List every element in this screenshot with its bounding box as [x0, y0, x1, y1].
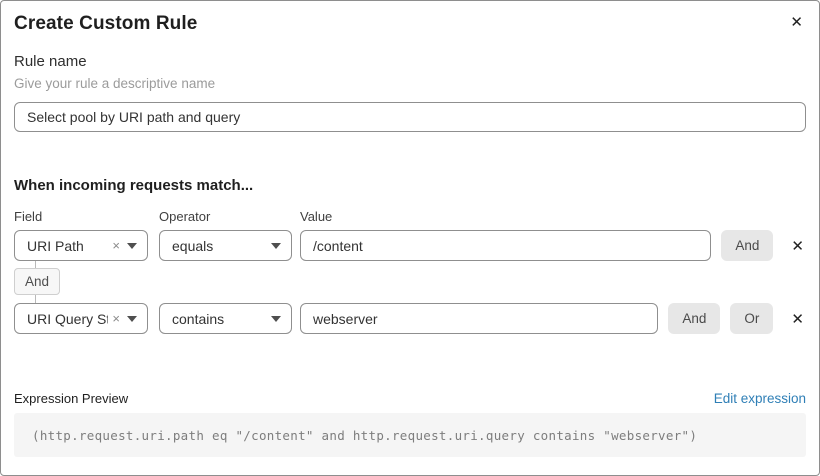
clear-selection-icon[interactable]: × — [112, 311, 120, 326]
field-select[interactable]: URI Path × — [14, 230, 148, 261]
expression-code-block: (http.request.uri.path eq "/content" and… — [14, 413, 806, 457]
connector-and-badge: And — [14, 268, 61, 295]
chevron-down-icon — [127, 242, 137, 249]
chevron-down-icon — [127, 315, 137, 322]
operator-select[interactable]: contains — [159, 303, 292, 334]
operator-select[interactable]: equals — [159, 230, 292, 261]
field-select-value: URI Query St... — [27, 310, 108, 327]
field-select[interactable]: URI Query St... × — [14, 303, 148, 334]
rule-name-input[interactable] — [14, 102, 806, 132]
value-input[interactable] — [300, 230, 712, 261]
add-or-condition-button[interactable]: Or — [730, 303, 774, 334]
delete-row-icon[interactable]: ✕ — [791, 309, 804, 328]
rule-name-label: Rule name — [14, 53, 87, 70]
field-select-value: URI Path — [27, 237, 84, 254]
clear-selection-icon[interactable]: × — [112, 238, 120, 253]
operator-select-value: contains — [172, 310, 225, 327]
chevron-down-icon — [271, 242, 281, 249]
value-column-label: Value — [300, 209, 333, 224]
value-input[interactable] — [300, 303, 659, 334]
expression-preview-label: Expression Preview — [14, 391, 129, 406]
dialog-header: Create Custom Rule ✕ — [14, 1, 806, 36]
rule-row: URI Query St... × contains And Or ✕ — [14, 303, 806, 334]
operator-select-value: equals — [172, 237, 214, 254]
add-and-condition-button[interactable]: And — [721, 230, 774, 261]
close-icon[interactable]: ✕ — [787, 12, 806, 32]
chevron-down-icon — [271, 315, 281, 322]
rule-row: URI Path × equals And ✕ — [14, 230, 806, 261]
connector-line — [35, 261, 36, 268]
column-labels: Field Operator Value — [14, 208, 806, 225]
add-and-condition-button[interactable]: And — [668, 303, 721, 334]
operator-column-label: Operator — [159, 209, 211, 224]
field-column-label: Field — [14, 209, 43, 224]
page-title: Create Custom Rule — [14, 13, 198, 34]
expression-preview-header: Expression Preview Edit expression — [14, 390, 806, 407]
edit-expression-link[interactable]: Edit expression — [713, 391, 806, 406]
match-section-heading: When incoming requests match... — [14, 177, 254, 194]
delete-row-icon[interactable]: ✕ — [791, 236, 804, 255]
row-connector: And — [14, 261, 61, 303]
rule-name-hint: Give your rule a descriptive name — [14, 76, 216, 91]
connector-line — [35, 295, 36, 303]
